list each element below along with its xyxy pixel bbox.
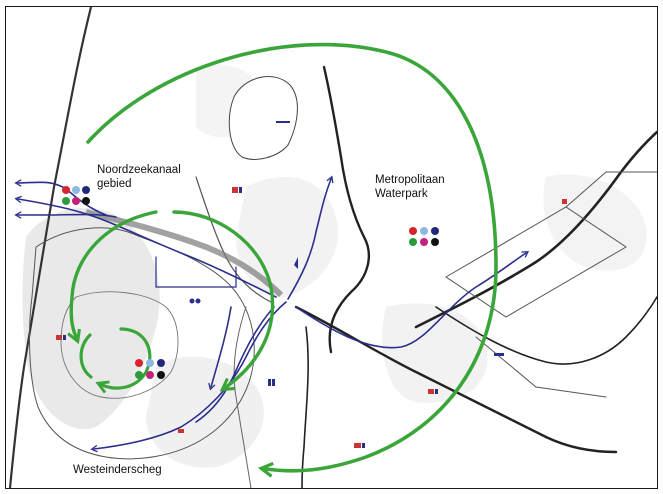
flow-arrow-medium-back [67,210,158,345]
north-lake [228,76,298,160]
regional-water-map: Noordzeekanaal gebied Metropolitaan Wate… [5,6,658,489]
road-southeast [294,305,618,454]
pictograms [56,121,567,448]
map-canvas [8,7,657,488]
flow-arrow-small [95,327,152,394]
rowing-boat-icon [428,389,438,394]
label-metropolitaan-waterpark: Metropolitaan Waterpark [374,173,446,201]
route-inner-a [208,306,232,391]
dot-cluster-noordzee [62,186,90,205]
flow-arrow-large [86,42,498,478]
dot-cluster-metropolitaan [409,227,439,246]
route-metro-north [287,175,334,300]
coastline [8,7,93,488]
flow-arrow-small-back [79,333,93,379]
cycling-icon [189,298,201,304]
land-area-center [236,177,338,298]
land-area-west [22,207,160,429]
polder-outline [29,227,255,460]
road-grid-a [445,206,627,318]
flow-arrow-medium [172,210,275,392]
route-canal-west-a [14,195,277,298]
swimming-icon [56,335,66,340]
land-area-northeast [543,174,647,271]
road-grid-b [565,171,657,208]
noordzeekanaal-canal [85,209,284,298]
sailing-icon [294,257,298,269]
label-westeinderscheg: Westeinderscheg [72,463,163,477]
hiking-icon [276,121,290,123]
road-north-south [322,65,371,354]
sailing-icon [354,443,365,448]
route-polder-box [155,256,237,288]
road-east-loop [435,296,657,365]
flow-arrows [67,42,498,478]
land-areas [22,64,647,468]
rowing-boat-icon [232,187,242,193]
road-network [195,65,657,488]
hiking-icon [268,379,275,386]
road-south [301,326,309,488]
label-noordzeekanaal-gebied: Noordzeekanaal gebied [96,163,182,191]
route-westeinder-a [90,301,287,453]
road-southwest [233,306,252,488]
road-grid-c [475,336,607,398]
road-east [414,130,657,329]
cycling-icon [562,199,567,204]
fishing-icon [178,429,184,433]
route-canal-west-c [14,211,117,219]
land-area-east [382,303,488,403]
dot-cluster-westeinder [135,359,165,379]
route-westeinder-b [195,306,275,423]
inner-polder [60,291,179,399]
swimming-icon [494,353,504,356]
